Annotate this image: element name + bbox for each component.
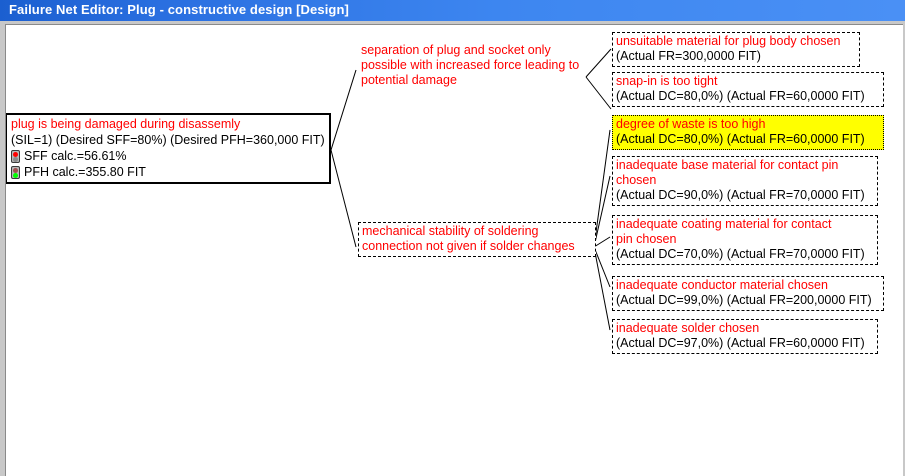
root-node-metric-pfh-label: PFH calc.=355.80 FIT [24,164,146,179]
base-material-detail: (Actual DC=90,0%) (Actual FR=70,0000 FIT… [616,188,865,202]
leaf-node-snap-in-too-tight[interactable]: snap-in is too tight (Actual DC=80,0%) (… [612,72,884,107]
unsuitable-material-header: unsuitable material for plug body chosen [616,34,841,48]
intermediate-node-mechanical-stability[interactable]: mechanical stability of soldering connec… [358,222,596,257]
leaf-node-inadequate-coating-material[interactable]: inadequate coating material for contact … [612,215,878,265]
root-failure-node[interactable]: plug is being damaged during disassemly … [6,113,331,184]
root-node-header: plug is being damaged during disassemly [11,117,241,131]
window-titlebar: Failure Net Editor: Plug - constructive … [0,0,905,21]
root-node-metric-sff-label: SFF calc.=56.61% [24,148,127,163]
leaf-node-inadequate-solder[interactable]: inadequate solder chosen (Actual DC=97,0… [612,319,878,354]
mechanical-stability-node-line-2: connection not given if solder changes [362,239,575,253]
failure-net-canvas[interactable]: plug is being damaged during disassemly … [5,24,903,476]
edge-mechanical-to-base-material [593,175,611,248]
snap-in-header: snap-in is too tight [616,74,718,88]
leaf-node-inadequate-conductor-material[interactable]: inadequate conductor material chosen (Ac… [612,276,884,311]
separation-node-line-1: separation of plug and socket only [361,43,551,57]
separation-node-line-3: potential damage [361,73,457,87]
leaf-node-unsuitable-material-plug-body[interactable]: unsuitable material for plug body chosen… [612,32,860,67]
degree-of-waste-header: degree of waste is too high [616,117,766,131]
coating-material-header-line-1: inadequate coating material for contact [616,217,832,231]
window-title: Failure Net Editor: Plug - constructive … [9,2,349,17]
intermediate-node-separation[interactable]: separation of plug and socket only possi… [358,42,596,90]
degree-of-waste-detail: (Actual DC=80,0%) (Actual FR=60,0000 FIT… [616,132,865,146]
edge-mechanical-to-solder [593,246,611,331]
root-node-metric-pfh: PFH calc.=355.80 FIT [11,164,325,180]
root-node-detail: (SIL=1) (Desired SFF=80%) (Desired PFH=3… [11,133,325,147]
base-material-header-line-1: inadequate base material for contact pin [616,158,839,172]
root-node-metric-sff: SFF calc.=56.61% [11,148,325,164]
unsuitable-material-detail: (Actual FR=300,0000 FIT) [616,49,761,63]
edge-root-to-mechanical-stability [330,149,357,248]
mechanical-stability-node-line-1: mechanical stability of soldering [362,224,539,238]
edge-root-to-separation [330,69,357,151]
coating-material-detail: (Actual DC=70,0%) (Actual FR=70,0000 FIT… [616,247,865,261]
edge-mechanical-to-degree-of-waste [593,129,611,248]
edge-mechanical-to-coating-material [593,236,611,248]
window-frame: plug is being damaged during disassemly … [0,21,905,476]
traffic-light-green-icon [11,165,20,180]
edge-mechanical-to-conductor-material [593,246,611,288]
coating-material-header-line-2: pin chosen [616,232,677,246]
traffic-light-red-icon [11,149,20,164]
snap-in-detail: (Actual DC=80,0%) (Actual FR=60,0000 FIT… [616,89,865,103]
solder-detail: (Actual DC=97,0%) (Actual FR=60,0000 FIT… [616,336,865,350]
conductor-material-header: inadequate conductor material chosen [616,278,828,292]
solder-header: inadequate solder chosen [616,321,760,335]
leaf-node-inadequate-base-material[interactable]: inadequate base material for contact pin… [612,156,878,206]
separation-node-line-2: possible with increased force leading to [361,58,580,72]
base-material-header-line-2: chosen [616,173,657,187]
conductor-material-detail: (Actual DC=99,0%) (Actual FR=200,0000 FI… [616,293,872,307]
leaf-node-degree-of-waste-too-high[interactable]: degree of waste is too high (Actual DC=8… [612,115,884,150]
